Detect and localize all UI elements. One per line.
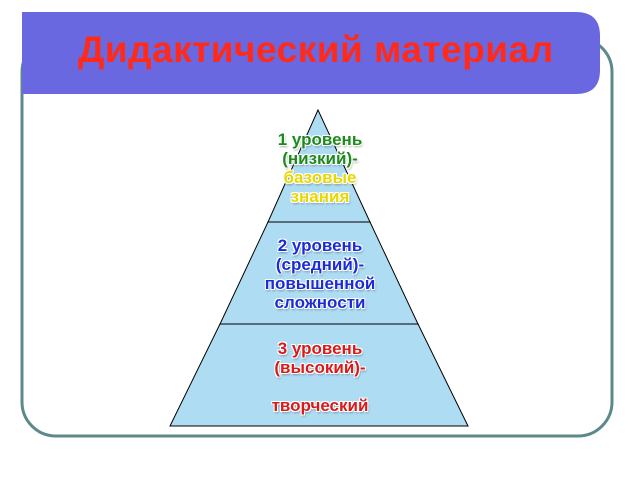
level-3-grade: (высокий)- xyxy=(274,358,366,377)
level-1-grade: (низкий)- xyxy=(282,149,358,168)
level-2-desc-b: сложности xyxy=(274,293,366,312)
level-3-name: 3 уровень xyxy=(277,339,363,358)
pyramid-level-3-text: 3 уровень (высокий)- творческий xyxy=(225,339,415,415)
level-2-grade: (средний)- xyxy=(275,255,365,274)
level-3-spacer xyxy=(225,377,415,396)
pyramid-level-1-text: 1 уровень (низкий)- базовые знания xyxy=(240,130,400,206)
pyramid xyxy=(169,108,469,427)
level-1-desc-b: знания xyxy=(290,187,350,206)
slide-title: Дидактический материал xyxy=(78,29,554,70)
pyramid-level-3 xyxy=(169,323,469,427)
level-1-name: 1 уровень xyxy=(277,130,363,149)
pyramid-level-2-text: 2 уровень (средний)- повышенной сложност… xyxy=(230,236,410,312)
level-3-desc: творческий xyxy=(271,396,369,415)
header-band xyxy=(22,12,600,94)
level-2-name: 2 уровень xyxy=(277,236,363,255)
level-2-desc-a: повышенной xyxy=(264,274,376,293)
level-1-desc-a: базовые xyxy=(283,168,357,187)
